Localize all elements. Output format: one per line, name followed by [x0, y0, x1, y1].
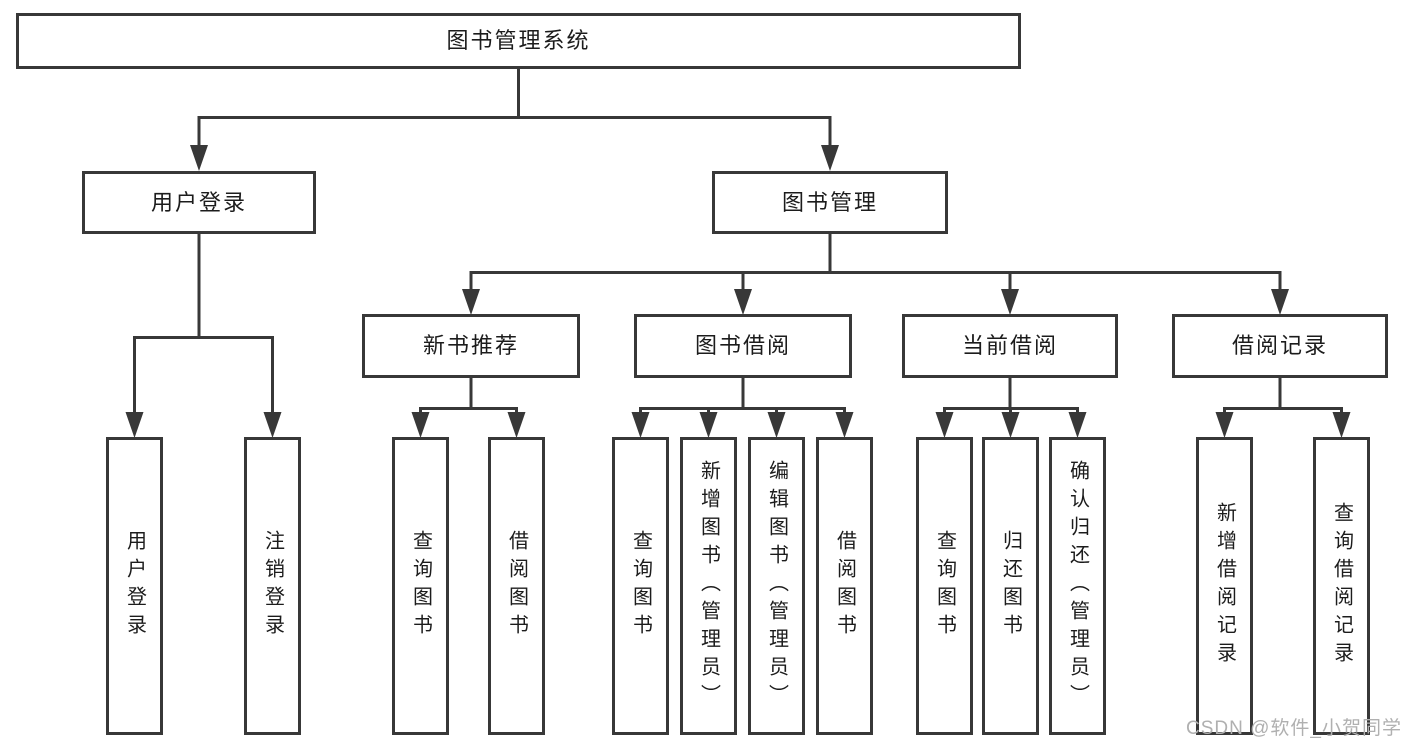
edge-user-login-to-leaves [133, 232, 274, 419]
arrowheads-root-to-level2 [190, 145, 839, 171]
node-new-book-rec: 新书推荐 [362, 314, 580, 378]
arrowheads-book-borrow-to-leaves [631, 412, 854, 438]
edge-new-book-to-leaves [419, 376, 518, 419]
leaf-borrow-books-1: 借阅图书 [488, 437, 545, 735]
leaf-query-books-3: 查询图书 [916, 437, 973, 735]
node-root: 图书管理系统 [16, 13, 1021, 69]
node-book-borrow: 图书借阅 [634, 314, 852, 378]
leaf-confirm-return-admin: 确认归还（管理员） [1049, 437, 1106, 735]
arrowheads-user-login-to-leaves [125, 412, 282, 438]
leaf-logout: 注销登录 [244, 437, 301, 735]
edge-book-borrow-to-leaves [639, 376, 846, 419]
leaf-return-books: 归还图书 [982, 437, 1039, 735]
arrowheads-current-borrow-to-leaves [935, 412, 1087, 438]
arrowheads-borrow-records-to-leaves [1215, 412, 1351, 438]
node-book-mgmt: 图书管理 [712, 171, 948, 234]
edge-current-borrow-to-leaves [943, 376, 1079, 419]
leaf-add-borrow-record: 新增借阅记录 [1196, 437, 1253, 735]
edge-borrow-records-to-leaves [1223, 376, 1343, 419]
node-current-borrow: 当前借阅 [902, 314, 1118, 378]
watermark: CSDN @软件_小贺同学 [1186, 718, 1402, 739]
edge-root-to-level2 [197, 67, 832, 152]
leaf-borrow-books-2: 借阅图书 [816, 437, 873, 735]
node-user-login: 用户登录 [82, 171, 316, 234]
leaf-user-login: 用户登录 [106, 437, 163, 735]
node-borrow-records: 借阅记录 [1172, 314, 1388, 378]
edge-book-mgmt-to-level3 [469, 231, 1282, 296]
leaf-query-books-2: 查询图书 [612, 437, 669, 735]
leaf-query-books-1: 查询图书 [392, 437, 449, 735]
leaf-query-borrow-record: 查询借阅记录 [1313, 437, 1370, 735]
arrowheads-new-book-to-leaves [411, 412, 526, 438]
leaf-edit-books-admin: 编辑图书（管理员） [748, 437, 805, 735]
arrowheads-book-mgmt-to-level3 [462, 289, 1289, 315]
leaf-add-books-admin: 新增图书（管理员） [680, 437, 737, 735]
